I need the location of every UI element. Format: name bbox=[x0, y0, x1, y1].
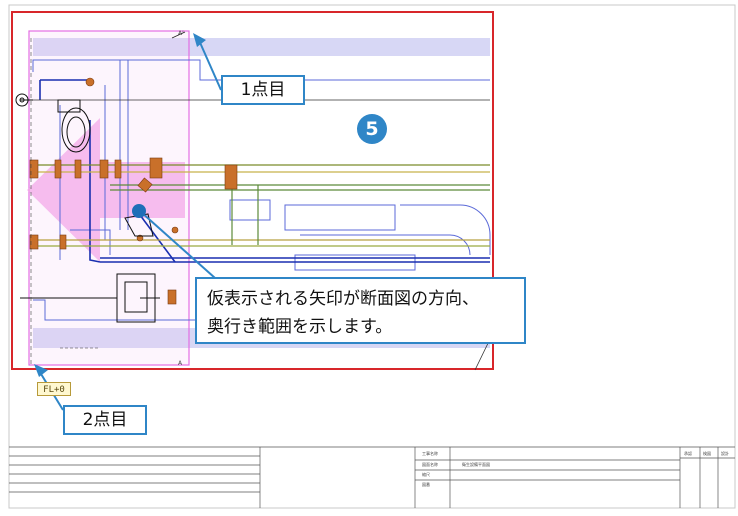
section-mark-bottom: A bbox=[178, 360, 183, 367]
title-row2-label: 図面名称 bbox=[422, 462, 438, 467]
title-row2-value: 衛生設備平面図 bbox=[462, 462, 490, 467]
section-mark-top: A' bbox=[178, 30, 184, 37]
callout-first-point: 1点目 bbox=[221, 75, 305, 105]
sign-label-check: 検図 bbox=[703, 451, 711, 456]
plan-outlines bbox=[32, 59, 491, 321]
leader-arrowheads bbox=[34, 33, 206, 377]
callout-explanation: 仮表示される矢印が断面図の方向、 奥行き範囲を示します。 bbox=[195, 277, 526, 344]
step-number-badge: 5 bbox=[357, 114, 387, 144]
title-block bbox=[9, 446, 735, 508]
explanation-line-2: 奥行き範囲を示します。 bbox=[207, 317, 393, 337]
sheet-border bbox=[8, 4, 736, 509]
section-direction-arrow bbox=[27, 118, 185, 262]
title-row1-label: 工事名称 bbox=[422, 451, 438, 456]
title-row3-label: 縮尺 bbox=[422, 472, 430, 477]
arrowhead-1 bbox=[193, 33, 206, 47]
point-marker bbox=[132, 204, 146, 218]
selection-rectangle bbox=[11, 11, 494, 370]
callout-second-point: 2点目 bbox=[63, 405, 147, 435]
sign-label-approve: 承認 bbox=[684, 451, 692, 456]
origin-level-label: FL+0 bbox=[37, 382, 71, 396]
sign-label-design: 設計 bbox=[721, 451, 729, 456]
section-cut-line bbox=[30, 31, 186, 365]
explanation-line-1: 仮表示される矢印が断面図の方向、 bbox=[207, 289, 479, 309]
arrowhead-2 bbox=[34, 364, 48, 377]
pipe-fittings bbox=[29, 77, 238, 305]
title-row4-label: 図番 bbox=[422, 482, 430, 487]
main-pipes bbox=[39, 79, 490, 263]
